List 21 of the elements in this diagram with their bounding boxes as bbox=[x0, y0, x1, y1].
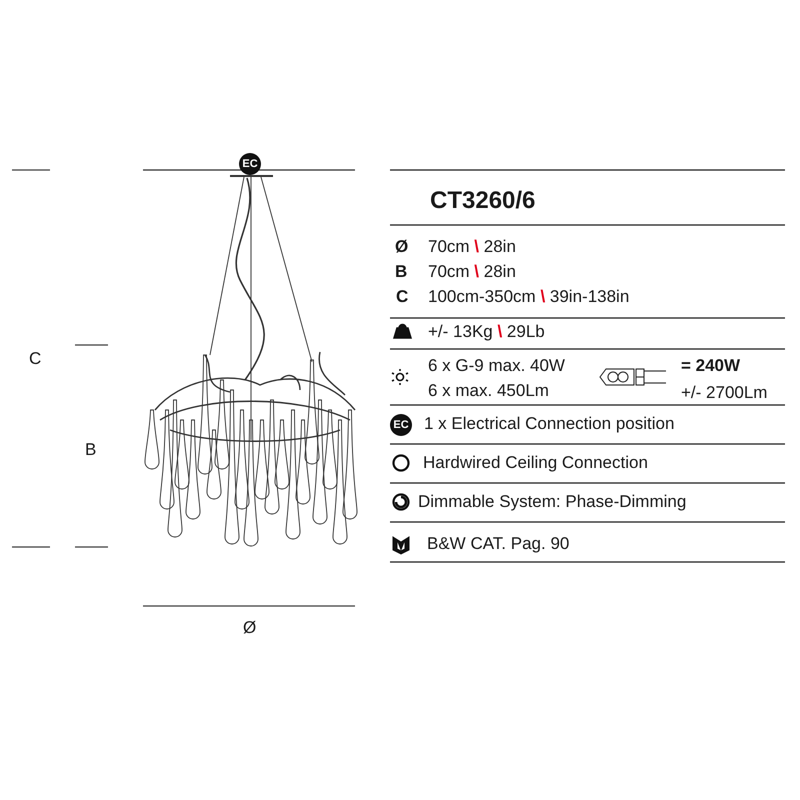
dimension-value: 100cm-350cm \ 39in-138in bbox=[428, 287, 630, 307]
catalogue-reference: B&W CAT. Pag. 90 bbox=[427, 534, 570, 554]
lamp-spec: 6 x max. 450Lm bbox=[428, 381, 549, 401]
dimension-value: 70cm \ 28in bbox=[428, 262, 516, 282]
dimension-label: Ø bbox=[243, 618, 256, 638]
feature-text: 1 x Electrical Connection position bbox=[424, 414, 674, 434]
model-title: CT3260/6 bbox=[430, 187, 536, 215]
lamp-spec: 6 x G-9 max. 40W bbox=[428, 356, 565, 376]
total-power: = 240W bbox=[681, 356, 740, 376]
dimension-label: C bbox=[396, 287, 408, 307]
connection-badge: EC bbox=[239, 153, 261, 175]
weight-value: +/- 13Kg \ 29Lb bbox=[428, 322, 545, 342]
dimension-label: B bbox=[395, 262, 408, 282]
dimension-label: Ø bbox=[395, 237, 408, 257]
feature-text: Hardwired Ceiling Connection bbox=[423, 453, 648, 473]
dimension-label: B bbox=[85, 440, 96, 460]
total-lumen: +/- 2700Lm bbox=[681, 383, 768, 403]
feature-text: Dimmable System: Phase-Dimming bbox=[418, 492, 686, 512]
connection-badge: EC bbox=[390, 414, 412, 436]
dimension-label: C bbox=[29, 349, 42, 369]
dimension-value: 70cm \ 28in bbox=[428, 237, 516, 257]
